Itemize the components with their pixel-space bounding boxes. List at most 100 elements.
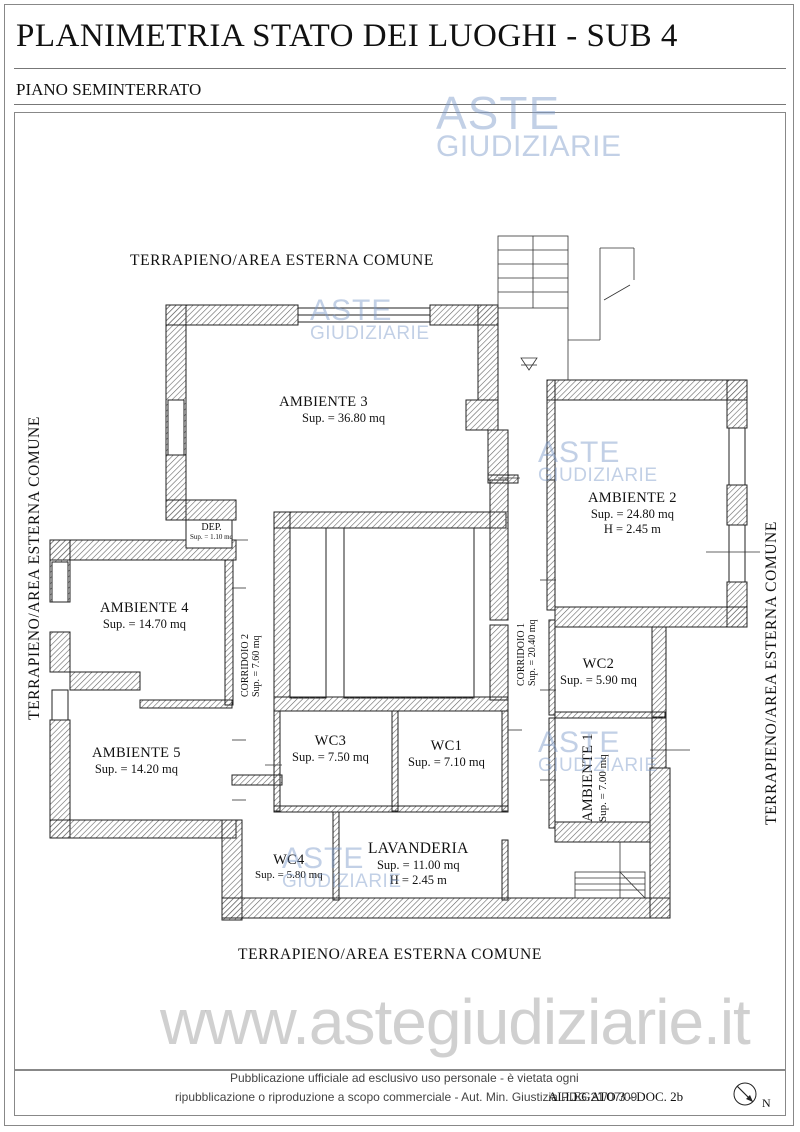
wall-a3-right-upper (477, 304, 499, 401)
room-name: CORRIDOIO 2 (240, 633, 251, 697)
wall-a2-left-top (546, 379, 556, 481)
room-wc2: WC2 Sup. = 5.90 mq (560, 656, 637, 688)
room-corridoio-1: CORRIDOIO 1 Sup. = 20.40 mq (516, 620, 538, 686)
wall-bottom (221, 897, 671, 919)
watermark-site-url: www.astegiudiziarie.it (160, 986, 751, 1058)
windows (51, 307, 746, 721)
room-area: Sup. = 14.70 mq (102, 617, 186, 631)
room-name: WC1 (430, 738, 463, 754)
room-area: Sup. = 7.60 mq (251, 635, 262, 697)
room-area: Sup. = 20.40 mq (527, 619, 538, 686)
walls (49, 304, 748, 921)
shaft-left (289, 527, 327, 699)
room-area: Sup. = 5.90 mq (560, 673, 637, 687)
wall-a4-right (224, 559, 234, 706)
room-name: CORRIDOIO 1 (516, 622, 527, 686)
room-ambiente-3: AMBIENTE 3 Sup. = 36.80 mq (262, 394, 385, 426)
room-name: DEP. (201, 522, 222, 533)
wall-wc2-bottom (554, 711, 666, 719)
wall-a2-bottom (554, 606, 748, 628)
wall-corr1-right (489, 624, 509, 701)
dep-room (185, 519, 233, 549)
room-name: AMBIENTE 1 (580, 733, 596, 822)
window-a3-left (167, 399, 185, 456)
room-wc1: WC1 Sup. = 7.10 mq (408, 738, 485, 770)
wall-a5-bottom (49, 819, 237, 839)
ext-label-right: TERRAPIENO/AREA ESTERNA COMUNE (763, 521, 780, 825)
room-dep: DEP. Sup. = 1.10 mq (190, 522, 233, 541)
wall-wc3-wc1 (391, 710, 399, 812)
room-area: Sup. = 36.80 mq (302, 411, 386, 425)
room-area: Sup. = 11.00 mq (376, 858, 460, 872)
room-ambiente-4: AMBIENTE 4 Sup. = 14.70 mq (100, 600, 189, 632)
room-name: WC2 (582, 656, 615, 672)
wall-a2-right-mid (726, 484, 748, 526)
wall-core-right (489, 479, 509, 621)
room-wc3: WC3 Sup. = 7.50 mq (292, 733, 369, 765)
room-corridoio-2: CORRIDOIO 2 Sup. = 7.60 mq (240, 634, 262, 697)
wall-lav-right (501, 839, 509, 901)
room-ambiente-1: AMBIENTE 1 Sup. = 7.00 mq (580, 733, 609, 822)
wall-a3-right-lower (487, 429, 509, 481)
room-name: WC4 (273, 852, 305, 868)
wall-a1-bottom (554, 821, 651, 843)
room-ambiente-5: AMBIENTE 5 Sup. = 14.20 mq (92, 745, 181, 777)
wall-dep-top (165, 499, 237, 521)
room-lavanderia: LAVANDERIA Sup. = 11.00 mq H = 2.45 m (368, 840, 469, 888)
room-ambiente-2: AMBIENTE 2 Sup. = 24.80 mq H = 2.45 m (588, 490, 677, 537)
stairs-bottom (574, 842, 646, 899)
room-name: AMBIENTE 4 (100, 600, 189, 616)
wall-a2-top (546, 379, 748, 401)
room-name: AMBIENTE 2 (588, 490, 677, 506)
wall-core-bottom (273, 696, 509, 712)
wall-a1-right-top (651, 717, 667, 769)
document-reference: ALLEGATO 3 - DOC. 2b (548, 1089, 684, 1104)
room-height: H = 2.45 m (389, 873, 447, 887)
wall-a4-a5-divider (69, 671, 141, 691)
wall-core-top (273, 511, 507, 529)
room-area: Sup. = 14.20 mq (94, 762, 178, 776)
title-rule (14, 68, 786, 69)
ext-label-top: TERRAPIENO/AREA ESTERNA COMUNE (130, 252, 434, 269)
north-arrow-svg (733, 1082, 757, 1106)
room-area: Sup. = 5.80 mq (255, 869, 323, 881)
wall-a1-right (649, 767, 671, 919)
room-name: AMBIENTE 5 (92, 745, 181, 761)
wall-wc-bottom (273, 805, 509, 813)
sheet-border (4, 4, 794, 1126)
wall-a2-right-top (726, 379, 748, 429)
wall-wc3-left (273, 710, 281, 812)
wall-a4-left-mid (49, 631, 71, 673)
window-a4-left-1 (51, 561, 69, 603)
north-arrow-icon: N (730, 1078, 771, 1114)
room-name: AMBIENTE 3 (279, 394, 368, 410)
wall-a2-left (546, 479, 556, 611)
wall-corr2-step (231, 774, 283, 786)
page-title: PLANIMETRIA STATO DEI LUOGHI - SUB 4 (16, 18, 678, 54)
north-label: N (762, 1096, 771, 1110)
wall-a3-right-step (465, 399, 499, 431)
floor-label: PIANO SEMINTERRATO (16, 80, 202, 99)
footer-disclaimer-line1: Pubblicazione ufficiale ad esclusivo uso… (230, 1071, 579, 1085)
stairs-top (497, 235, 635, 380)
window-a2-right-2 (728, 524, 746, 583)
subtitle-rule (14, 104, 786, 105)
wall-wc4-right (332, 811, 340, 901)
room-area: Sup. = 7.10 mq (408, 755, 485, 769)
room-area: Sup. = 1.10 mq (190, 533, 234, 541)
wall-wc2-right (651, 626, 667, 718)
wall-wc4-left (221, 819, 243, 921)
room-area: Sup. = 24.80 mq (590, 507, 674, 521)
window-a2-right-1 (728, 427, 746, 486)
room-wc4: WC4 Sup. = 5.80 mq (255, 852, 323, 881)
wall-corr1-stub (487, 474, 519, 484)
wall-a1-left (548, 717, 556, 829)
ext-label-left: TERRAPIENO/AREA ESTERNA COMUNE (26, 416, 43, 720)
wall-wc1-right (501, 710, 509, 812)
room-area: Sup. = 7.50 mq (292, 750, 369, 764)
room-area: Sup. = 7.00 mq (597, 754, 609, 822)
room-height: H = 2.45 m (603, 522, 661, 536)
wall-a3-top-left (165, 304, 299, 326)
